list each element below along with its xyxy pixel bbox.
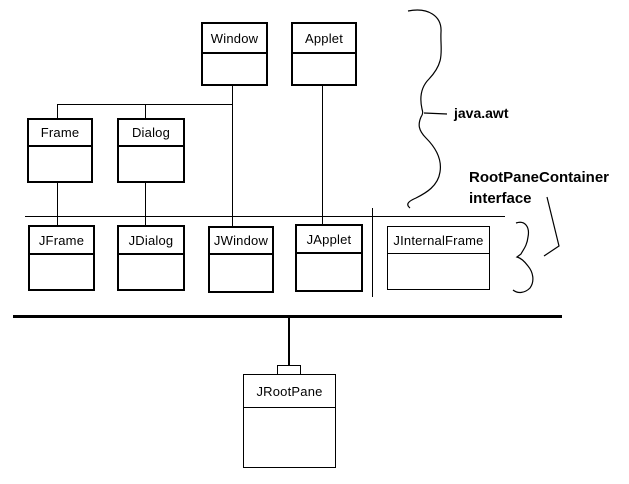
rootpanecontainer-interface-label: RootPaneContainer interface [469,167,609,209]
java-awt-tick-line [423,112,448,115]
class-box-applet-label: Applet [293,24,355,54]
class-box-jframe-label: JFrame [30,227,93,255]
class-box-window-label: Window [203,24,266,54]
class-box-jwindow-label: JWindow [210,228,272,255]
class-box-jframe: JFrame [28,225,95,291]
jrootpane-stem-line [288,318,290,366]
java-awt-package-label: java.awt [454,105,509,121]
package-boundary-line [25,216,505,217]
class-box-dialog: Dialog [117,118,185,183]
frame-jframe-line [57,183,58,226]
class-box-jinternalframe: JInternalFrame [387,226,490,290]
rootpanecontainer-interface-label-line1: RootPaneContainer [469,169,610,186]
rootpane-bus-line [13,315,562,318]
applet-japplet-line [322,86,323,225]
class-box-applet: Applet [291,22,357,86]
dialog-stem-line [145,104,146,119]
class-box-dialog-label: Dialog [119,120,183,147]
class-box-jrootpane: JRootPane [243,374,336,468]
class-box-window: Window [201,22,268,86]
class-box-jinternalframe-label: JInternalFrame [388,227,489,254]
class-box-jdialog-label: JDialog [119,227,183,255]
dialog-jdialog-line [145,183,146,226]
class-box-jwindow: JWindow [208,226,274,293]
class-box-frame-label: Frame [29,120,91,147]
rootpane-container-brace [512,221,534,294]
rootpanecontainer-interface-label-line2: interface [469,190,532,207]
class-box-japplet-label: JApplet [297,226,361,254]
frame-stem-line [57,104,58,119]
class-box-frame: Frame [27,118,93,183]
class-box-jdialog: JDialog [117,225,185,291]
japplet-jinternalframe-divider-line [372,208,373,297]
java-awt-brace [407,9,442,209]
class-box-japplet: JApplet [295,224,363,292]
window-jwindow-line [232,86,233,226]
class-box-jrootpane-label: JRootPane [244,375,335,408]
